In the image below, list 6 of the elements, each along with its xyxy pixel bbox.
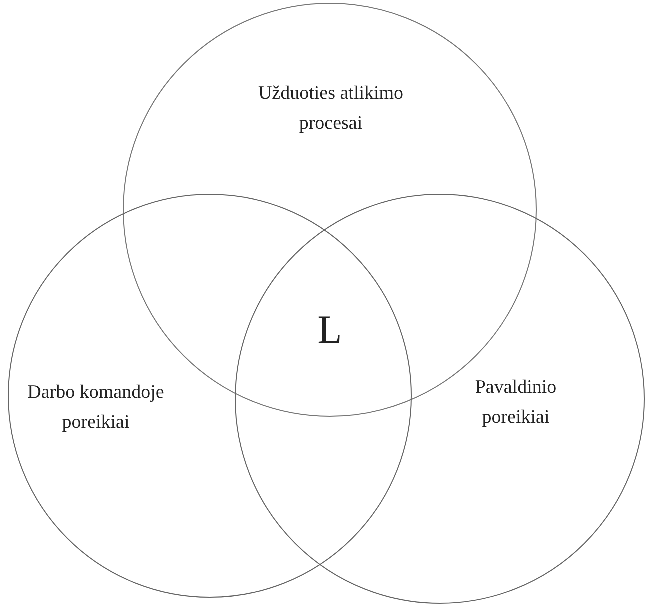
venn-circle <box>235 194 645 604</box>
circle-label: Užduoties atlikimo procesai <box>257 82 405 136</box>
circle-label: Pavaldinio poreikiai <box>474 376 558 430</box>
venn-circle <box>8 194 412 598</box>
center-label: L <box>318 310 342 350</box>
circle-label: Darbo komandoje poreikiai <box>26 381 166 435</box>
